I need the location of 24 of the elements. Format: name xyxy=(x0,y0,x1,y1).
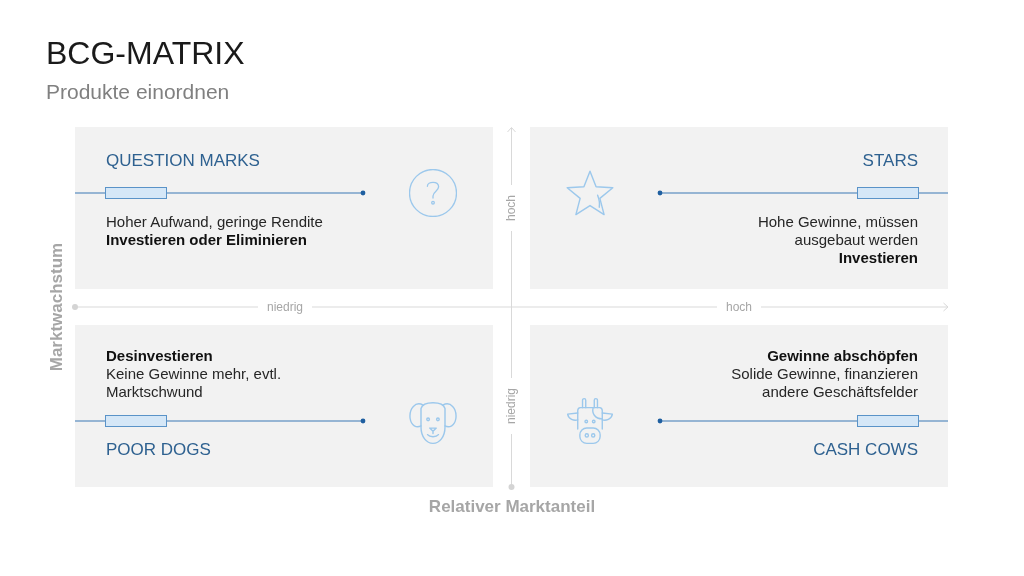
recommendation-text: Investieren xyxy=(838,249,918,267)
quadrant-panel xyxy=(75,127,493,289)
axis-label: hoch xyxy=(505,195,517,221)
quadrant-heading: CASH COWS xyxy=(813,440,918,460)
quadrant-panel xyxy=(530,127,948,289)
quadrant-description: Hoher Aufwand, geringe Rendite xyxy=(106,213,323,231)
axis-label: niedrig xyxy=(267,301,303,313)
recommendation-text: Investieren oder Eliminieren xyxy=(106,231,307,249)
recommendation-text: Desinvestieren xyxy=(106,347,213,365)
quadrant-heading: QUESTION MARKS xyxy=(106,151,260,171)
quadrant-panel xyxy=(75,325,493,487)
quadrant-panel xyxy=(530,325,948,487)
quadrant-description: Solide Gewinne, finanzieren andere Geschäftsfelder xyxy=(730,365,918,401)
quadrant-heading: POOR DOGS xyxy=(106,440,211,460)
axis-label: hoch xyxy=(726,301,752,313)
quadrant-description: Keine Gewinne mehr, evtl. Marktschwund xyxy=(106,365,283,401)
subtitle: Produkte einordnen xyxy=(46,81,230,102)
quadrant-heading: STARS xyxy=(862,151,918,171)
quadrant-description: Hohe Gewinne, müssen ausgebaut werden xyxy=(756,213,918,249)
axis-title: Relativer Marktanteil xyxy=(428,497,596,515)
axis-title: Marktwachstum xyxy=(47,242,65,372)
recommendation-text: Gewinne abschöpfen xyxy=(767,347,918,365)
axis-label: niedrig xyxy=(505,388,517,424)
slide-title: BCG-MATRIX xyxy=(46,37,245,69)
